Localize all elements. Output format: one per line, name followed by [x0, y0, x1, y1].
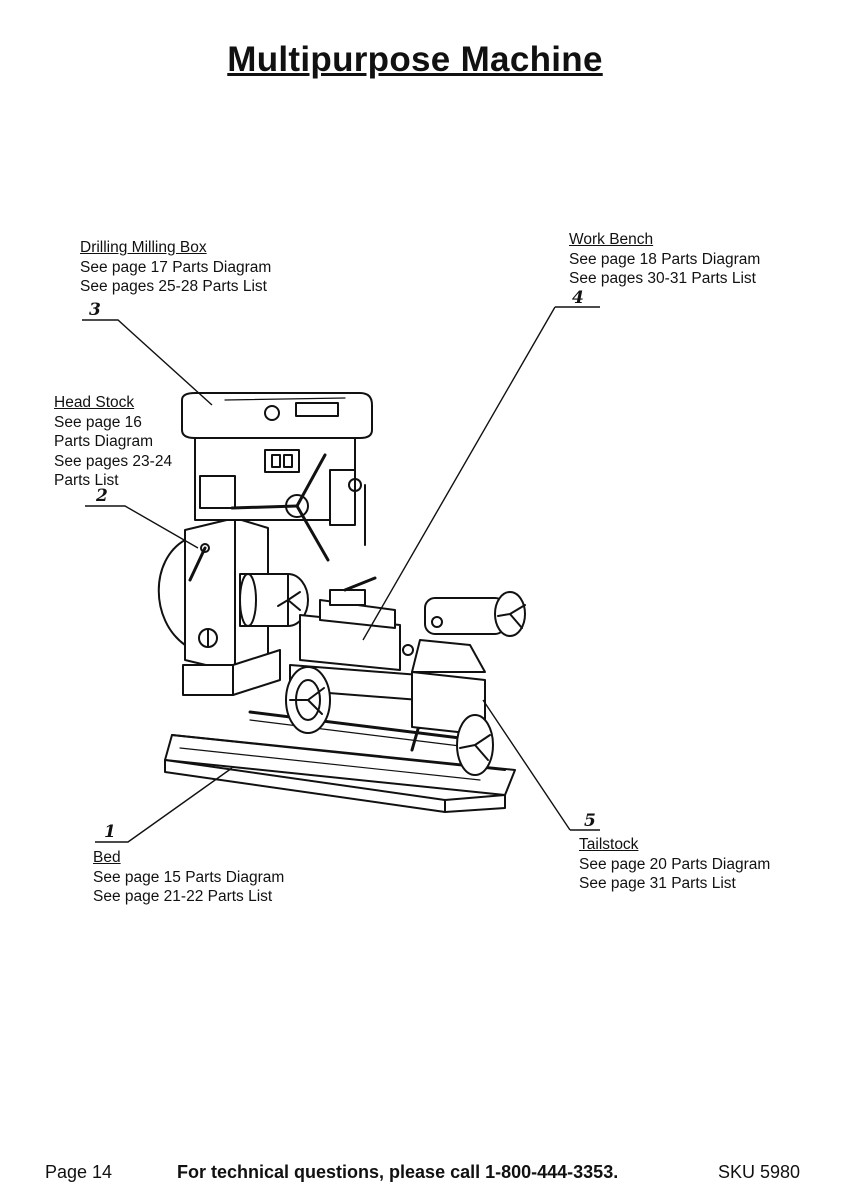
footer-page-number: Page 14	[45, 1162, 113, 1182]
callout-bed: Bed See page 15 Parts Diagram See page 2…	[93, 848, 284, 907]
page-title: Multipurpose Machine	[227, 40, 603, 79]
callout-line: See page 16	[54, 413, 142, 431]
callout-heading: Head Stock	[54, 394, 135, 411]
callout-heading: Bed	[93, 849, 121, 866]
callout-line: See page 17 Parts Diagram	[80, 258, 272, 276]
bed-drawing	[164, 734, 516, 813]
work-bench-drawing	[285, 576, 427, 752]
leader-drilling-milling-box	[82, 319, 213, 406]
callout-number-2: 2	[96, 486, 108, 506]
callout-line: Parts Diagram	[54, 433, 154, 450]
callout-work-bench: Work Bench See page 18 Parts Diagram See…	[569, 230, 760, 289]
callout-line: See pages 23-24	[54, 452, 173, 470]
callout-line: See pages 25-28 Parts List	[80, 278, 267, 295]
callout-line: See pages 30-31 Parts List	[569, 270, 756, 287]
callout-heading: Tailstock	[579, 836, 639, 853]
callout-drilling-milling-box: Drilling Milling Box See page 17 Parts D…	[80, 238, 271, 297]
callout-line: See page 31 Parts List	[579, 875, 736, 892]
callout-tailstock: Tailstock See page 20 Parts Diagram See …	[579, 835, 770, 894]
drilling-milling-box-drawing	[181, 392, 373, 562]
callout-head-stock: Head Stock See page 16 Parts Diagram See…	[54, 393, 184, 491]
callout-number-5: 5	[584, 811, 596, 831]
callout-line: See page 20 Parts Diagram	[579, 855, 771, 873]
callout-heading: Work Bench	[569, 231, 654, 248]
callout-line: Parts List	[54, 472, 119, 489]
leader-work-bench	[362, 306, 600, 641]
tailstock-drawing	[411, 591, 526, 776]
footer-technical-contact: For technical questions, please call 1-8…	[177, 1162, 619, 1182]
footer-sku: SKU 5980	[718, 1162, 801, 1182]
callout-line: See page 15 Parts Diagram	[93, 868, 285, 886]
callout-number-4: 4	[572, 288, 584, 308]
callout-heading: Drilling Milling Box	[80, 239, 207, 256]
callout-number-3: 3	[89, 300, 101, 320]
leader-head-stock	[85, 505, 199, 549]
leader-bed	[95, 767, 233, 843]
callout-line: See page 21-22 Parts List	[93, 888, 273, 905]
leader-tailstock	[482, 699, 600, 831]
callout-line: See page 18 Parts Diagram	[569, 250, 761, 268]
callout-number-1: 1	[104, 822, 116, 842]
